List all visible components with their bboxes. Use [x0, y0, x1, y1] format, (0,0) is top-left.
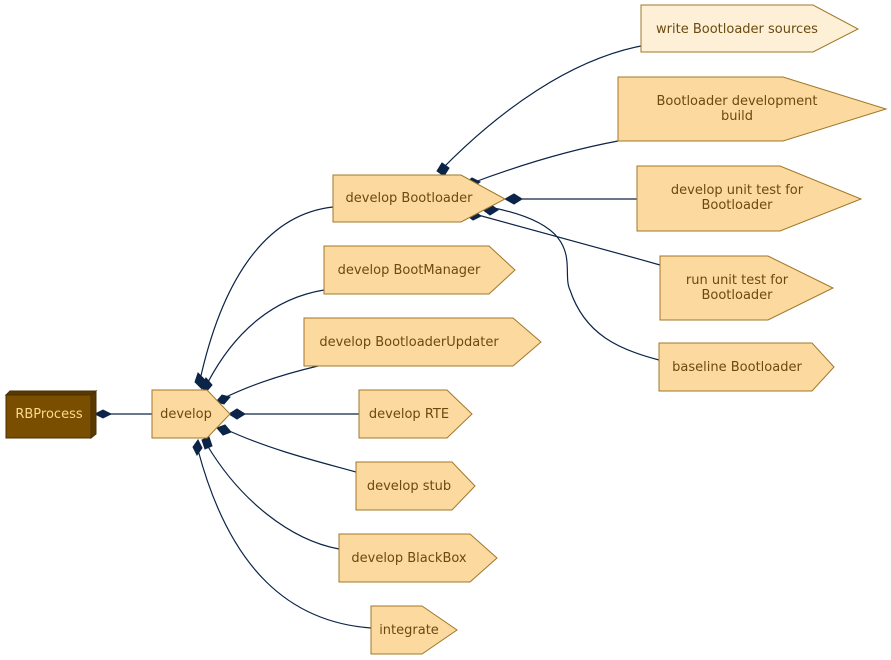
edges — [95, 45, 661, 629]
develop-rte-label: develop RTE — [369, 407, 449, 422]
develop-label: develop — [160, 407, 212, 422]
bootloader-development-build-label-line1: Bootloader development — [657, 94, 818, 109]
node-integrate[interactable]: integrate — [370, 605, 458, 655]
edge-bootloader-write-sources — [441, 45, 642, 170]
develop-bootmanager-shape — [323, 245, 516, 295]
node-develop-bootloader[interactable]: develop Bootloader — [332, 174, 507, 223]
diamond-bootloader-write-sources — [436, 162, 450, 177]
develop-bootloader-label: develop Bootloader — [346, 191, 474, 206]
write-bootloader-sources-label: write Bootloader sources — [656, 22, 818, 37]
edge-bootloader-baseline — [493, 207, 660, 361]
rbprocess-box-top — [4, 390, 98, 396]
node-bootloader-development-build[interactable]: Bootloader development build — [617, 76, 888, 142]
rbprocess-box-side — [90, 389, 97, 440]
run-unit-test-label-line1: run unit test for — [686, 273, 789, 288]
diamond-develop-bootloaderupdater — [215, 394, 231, 405]
develop-blackbox-label: develop BlackBox — [351, 551, 467, 566]
develop-rte-shape — [358, 389, 473, 439]
develop-unit-test-label-line2: Bootloader — [701, 198, 773, 213]
develop-shape — [151, 389, 231, 439]
edge-bootloader-unit-test-run — [477, 214, 661, 266]
develop-bootloaderupdater-shape — [303, 317, 542, 367]
node-develop-blackbox[interactable]: develop BlackBox — [338, 533, 498, 583]
node-develop-bootloaderupdater[interactable]: develop BootloaderUpdater — [303, 317, 542, 367]
diamond-develop-rte — [228, 408, 246, 420]
node-develop[interactable]: develop — [151, 389, 231, 439]
bootloader-development-build-label-line2: build — [721, 109, 753, 124]
develop-unit-test-shape — [636, 165, 863, 232]
diamond-develop-integrate — [192, 439, 203, 456]
node-develop-rte[interactable]: develop RTE — [358, 389, 473, 439]
develop-bootloader-shape — [332, 174, 507, 223]
develop-bootloaderupdater-label: develop BootloaderUpdater — [319, 335, 499, 350]
baseline-bootloader-label: baseline Bootloader — [672, 360, 802, 375]
rbprocess-box-front — [5, 394, 92, 439]
write-bootloader-sources-shape — [640, 4, 860, 53]
diamond-bootloader-unit-test-dev — [503, 193, 523, 205]
node-baseline-bootloader[interactable]: baseline Bootloader — [658, 342, 835, 392]
develop-stub-shape — [355, 461, 476, 511]
bootloader-development-build-shape — [617, 76, 888, 142]
edge-bootloader-dev-build — [471, 140, 619, 184]
develop-stub-label: develop stub — [367, 479, 451, 494]
develop-bootmanager-label: develop BootManager — [338, 263, 481, 278]
edge-develop-integrate — [197, 449, 372, 629]
node-develop-unit-test[interactable]: develop unit test for Bootloader — [636, 165, 863, 232]
diamond-rbprocess — [93, 409, 113, 419]
node-develop-stub[interactable]: develop stub — [355, 461, 476, 511]
baseline-bootloader-shape — [658, 342, 835, 392]
integrate-label: integrate — [379, 623, 439, 638]
develop-unit-test-label-line1: develop unit test for — [671, 183, 804, 198]
node-rbprocess[interactable]: RBProcess — [4, 389, 98, 440]
run-unit-test-label-line2: Bootloader — [701, 288, 773, 303]
node-write-bootloader-sources[interactable]: write Bootloader sources — [640, 4, 860, 53]
node-run-unit-test[interactable]: run unit test for Bootloader — [659, 255, 835, 321]
rbprocess-label: RBProcess — [15, 407, 82, 422]
integrate-shape — [370, 605, 458, 655]
edge-develop-bootloader — [199, 206, 334, 381]
diamond-develop-blackbox — [201, 436, 213, 450]
edge-develop-bootloaderupdater — [221, 365, 319, 400]
run-unit-test-shape — [659, 255, 835, 321]
develop-blackbox-shape — [338, 533, 498, 583]
edge-develop-blackbox — [206, 444, 340, 550]
edge-develop-bootmanager — [206, 289, 325, 385]
edge-develop-stub — [224, 428, 357, 473]
diamond-develop-stub — [216, 424, 232, 436]
node-develop-bootmanager[interactable]: develop BootManager — [323, 245, 516, 295]
